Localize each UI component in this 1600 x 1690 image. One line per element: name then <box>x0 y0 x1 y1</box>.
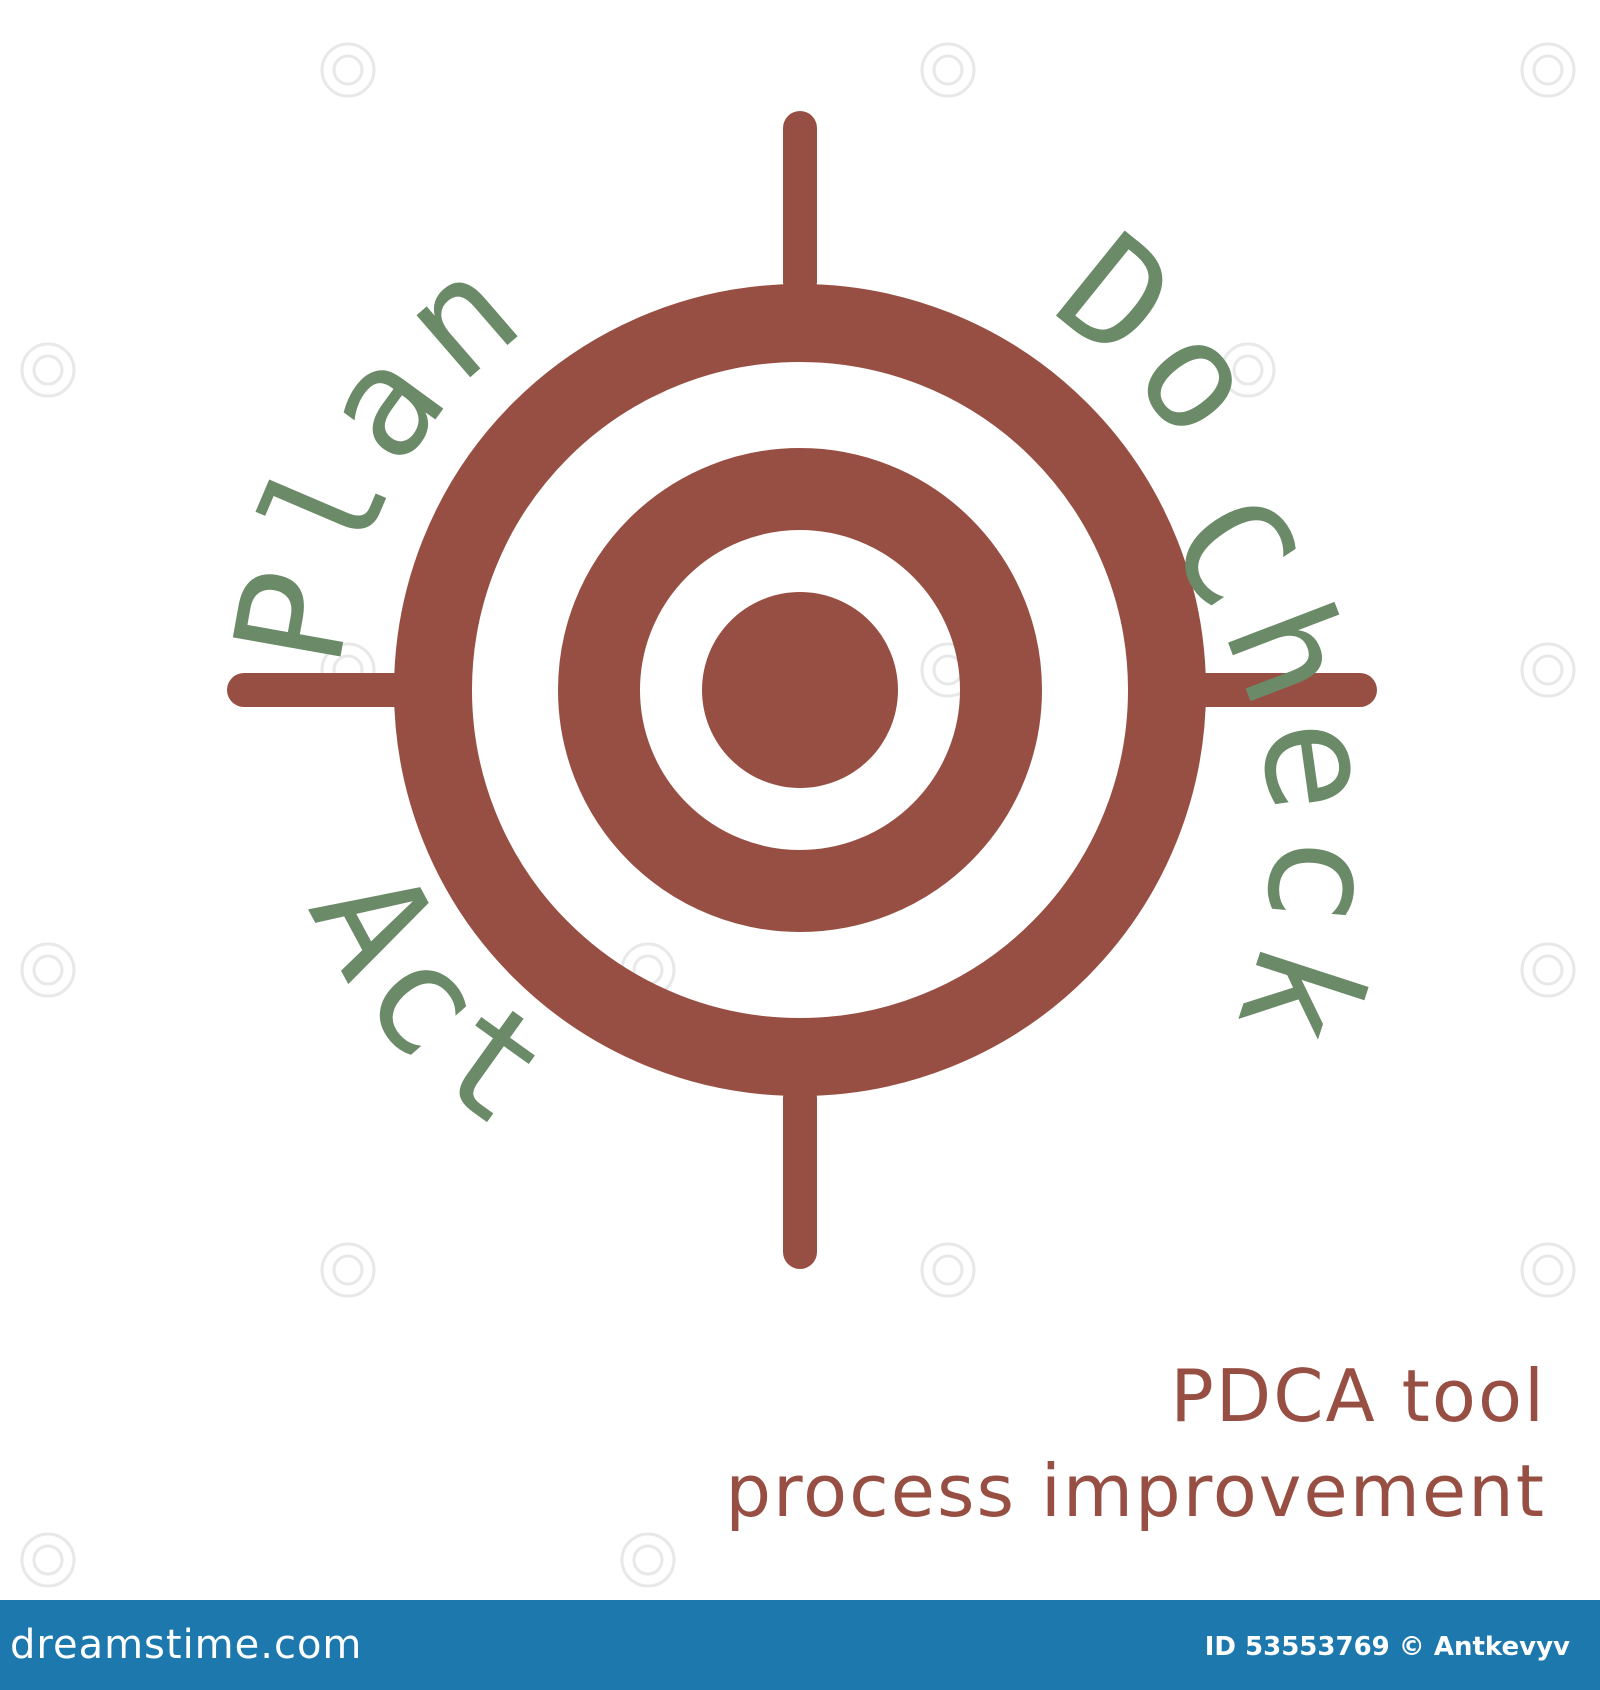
pdca-target-illustration: Plan Do Check Act <box>20 42 1576 1588</box>
caption-subtitle: process improvement <box>725 1449 1546 1533</box>
act-label: Act <box>275 842 591 1168</box>
image-id-credit: ID 53553769 © Antkevyv <box>1204 1632 1570 1662</box>
stock-footer-bar: dreamstime.com ID 53553769 © Antkevyv <box>0 1600 1600 1690</box>
target-bullseye <box>702 592 898 788</box>
brand-logo-text[interactable]: dreamstime.com <box>10 1622 363 1668</box>
target-outer-ring <box>394 284 1206 1096</box>
caption-title: PDCA tool <box>1170 1354 1546 1438</box>
target-middle-ring <box>558 448 1042 932</box>
